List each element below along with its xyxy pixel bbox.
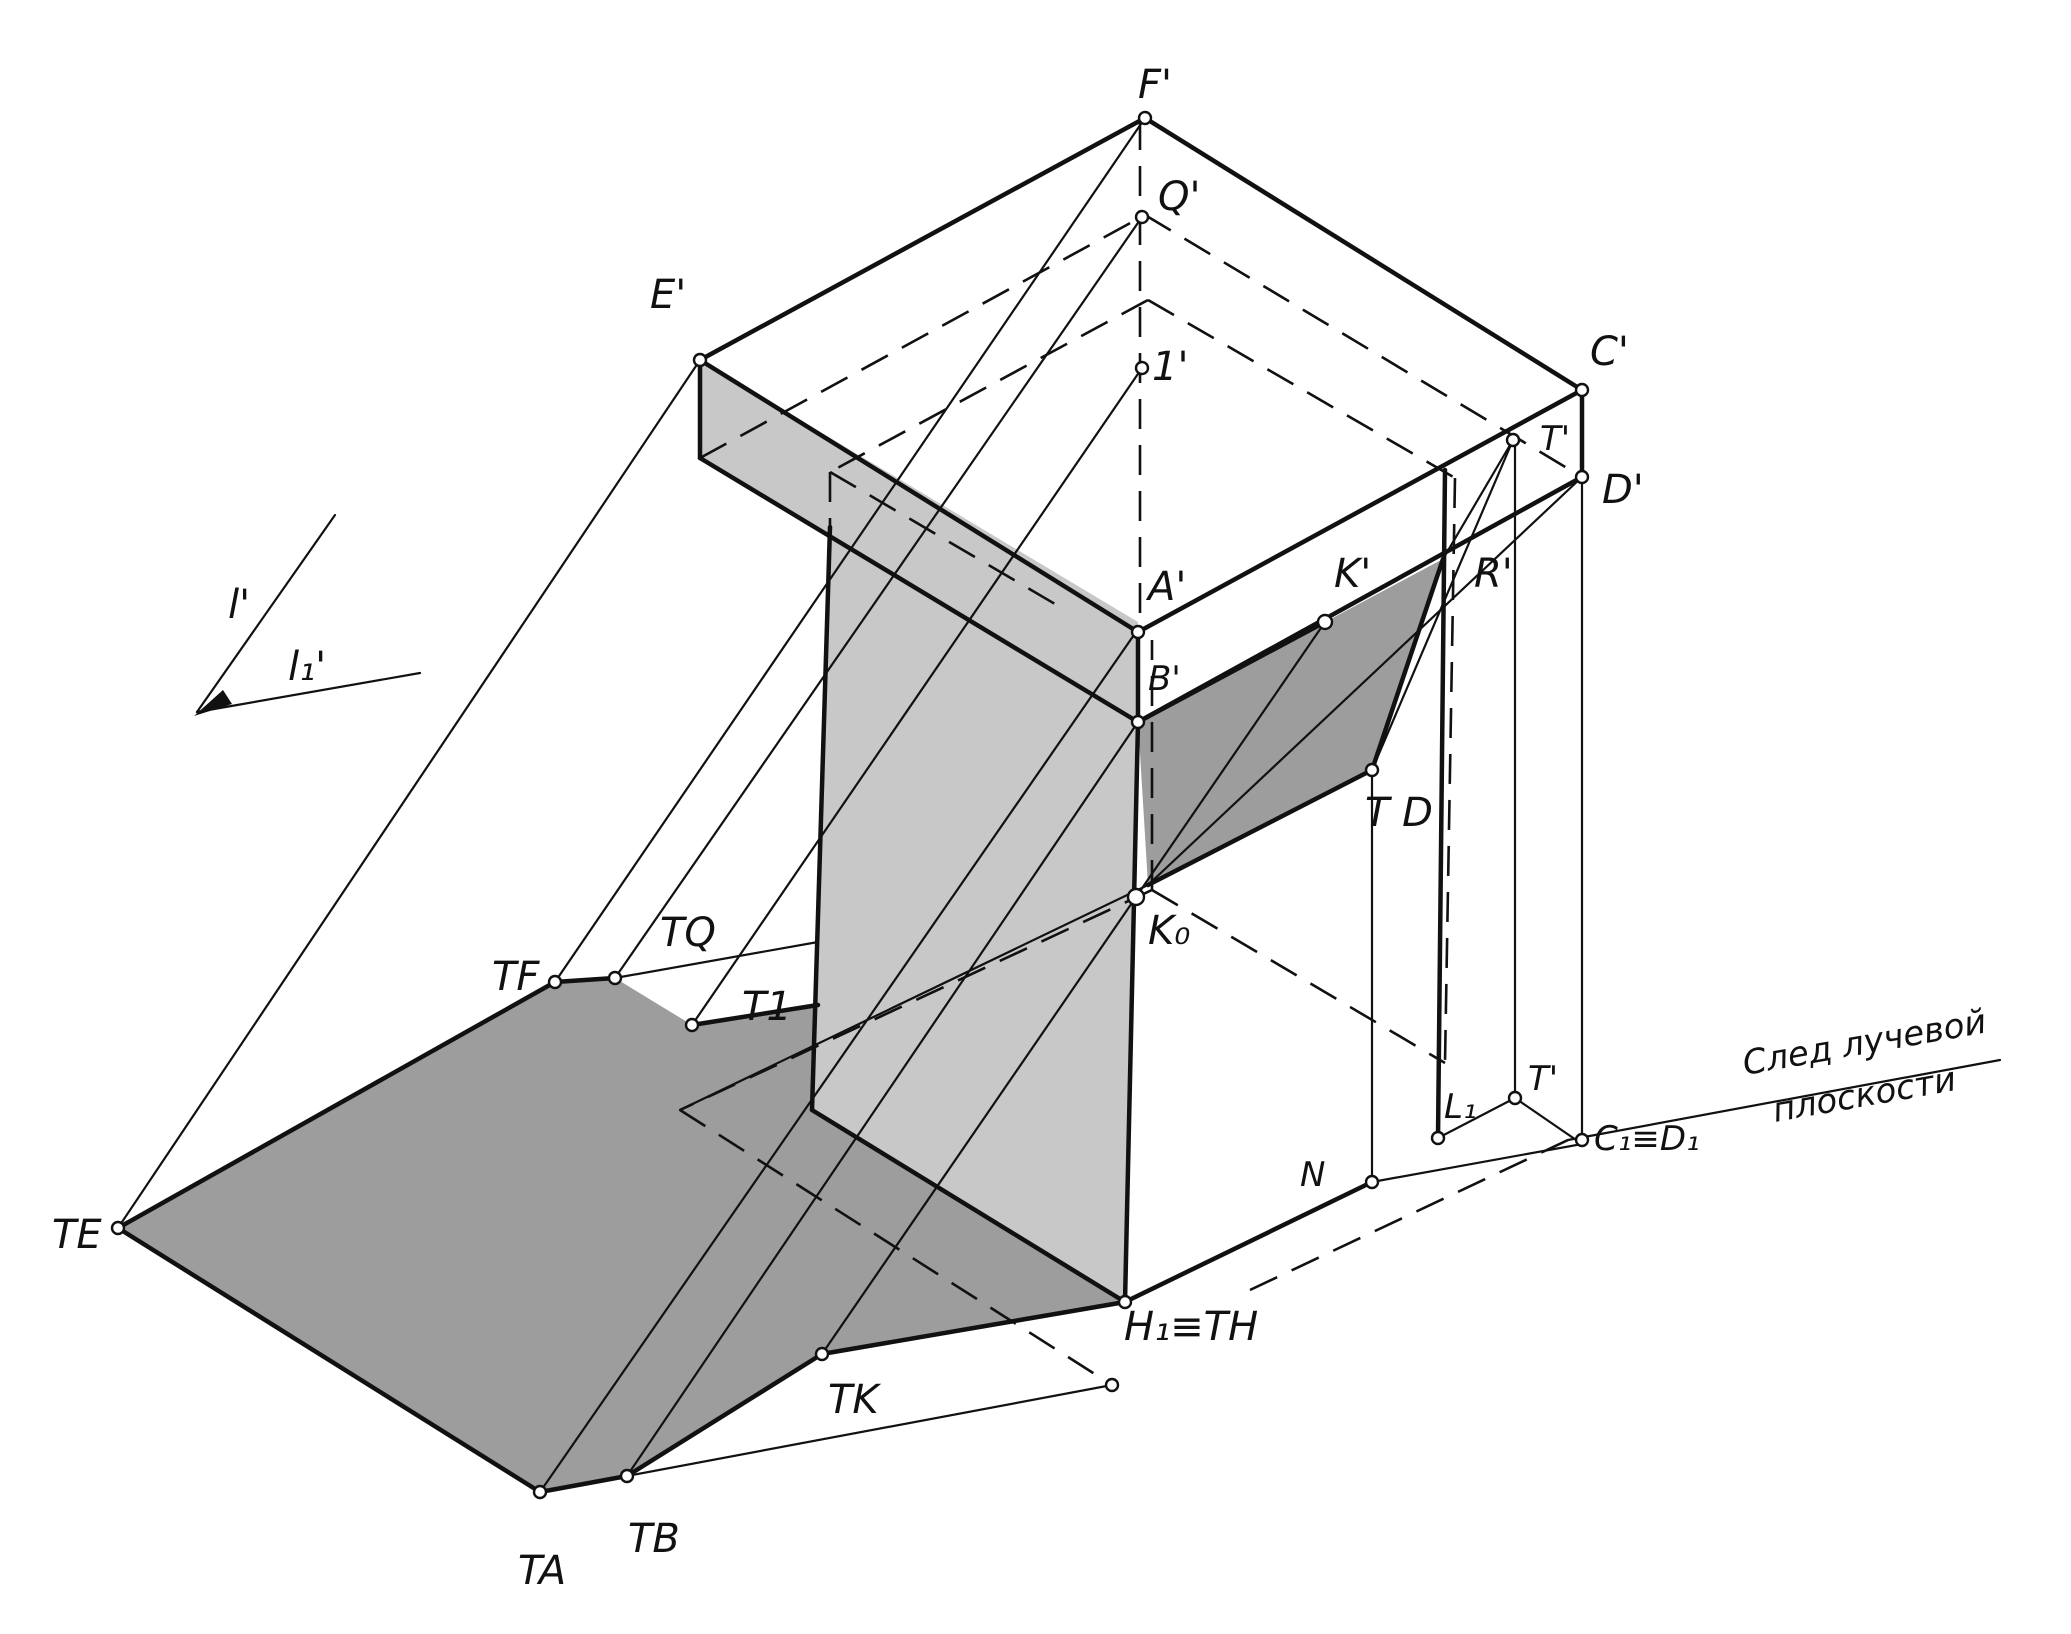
- wall-shadow: [1138, 559, 1443, 885]
- label-Q: Q': [1158, 174, 1200, 220]
- label-C1D1: C₁≡D₁: [1594, 1119, 1700, 1159]
- label-T-top: T': [1540, 419, 1570, 459]
- label-TD: T D: [1365, 790, 1433, 836]
- slab-side-face: [700, 360, 1138, 722]
- construction-lines: [116, 116, 2002, 1494]
- label-TK: TK: [828, 1377, 881, 1423]
- label-A: A': [1145, 564, 1186, 610]
- label-TE: TE: [52, 1212, 102, 1258]
- label-L: L₁: [1444, 1087, 1477, 1127]
- label-K: K': [1334, 551, 1371, 597]
- column-left-face: [812, 527, 1138, 1302]
- ground-shadow: [118, 978, 1125, 1492]
- label-C: C': [1590, 329, 1629, 375]
- label-TF: TF: [492, 954, 540, 1000]
- hidden-edges: [679, 120, 1583, 1387]
- label-K0: K₀: [1148, 908, 1190, 954]
- label-R: R': [1474, 551, 1513, 597]
- label-H: H₁≡TH: [1124, 1304, 1258, 1350]
- label-TB: TB: [628, 1516, 680, 1562]
- label-F: F': [1138, 62, 1172, 108]
- label-T1: T1: [742, 984, 792, 1030]
- label-N: N: [1300, 1155, 1325, 1195]
- label-l1: l₁': [288, 644, 326, 690]
- label-TA: TA: [518, 1548, 566, 1594]
- label-1: 1': [1152, 344, 1188, 390]
- points: [110, 110, 1590, 1500]
- label-D: D': [1602, 467, 1644, 513]
- label-T1prime: T': [1528, 1059, 1558, 1099]
- light-direction-arrows: [194, 513, 422, 716]
- label-TQ: TQ: [660, 910, 716, 956]
- label-l: l': [228, 582, 250, 628]
- label-B: B': [1148, 659, 1181, 699]
- label-E: E': [650, 272, 686, 318]
